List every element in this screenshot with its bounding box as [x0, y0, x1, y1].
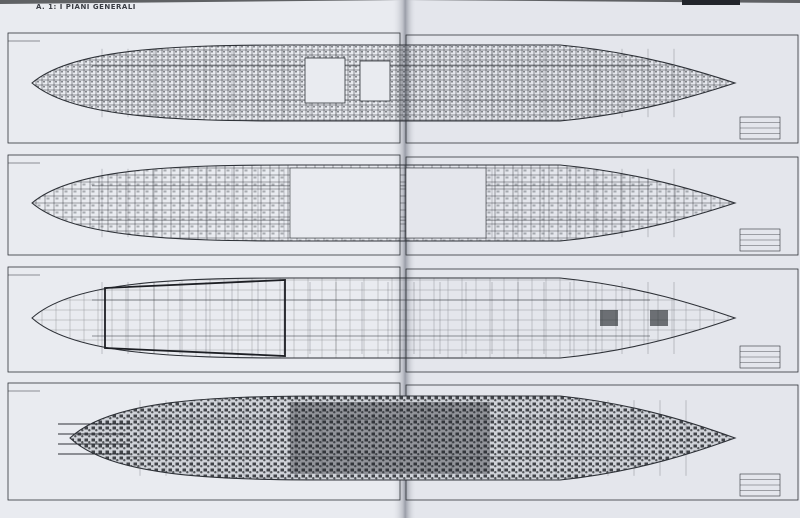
book-ribbon	[682, 0, 740, 5]
deck-plan-1	[7, 32, 799, 144]
page-heading: A. 1: I PIANI GENERALI	[36, 3, 136, 11]
deck-plan-4	[7, 382, 799, 501]
deck-plans-layer	[7, 32, 799, 501]
left-page	[0, 0, 404, 518]
right-page	[404, 0, 800, 518]
deck-plan-2	[7, 154, 799, 256]
deck-plan-3	[7, 266, 799, 373]
